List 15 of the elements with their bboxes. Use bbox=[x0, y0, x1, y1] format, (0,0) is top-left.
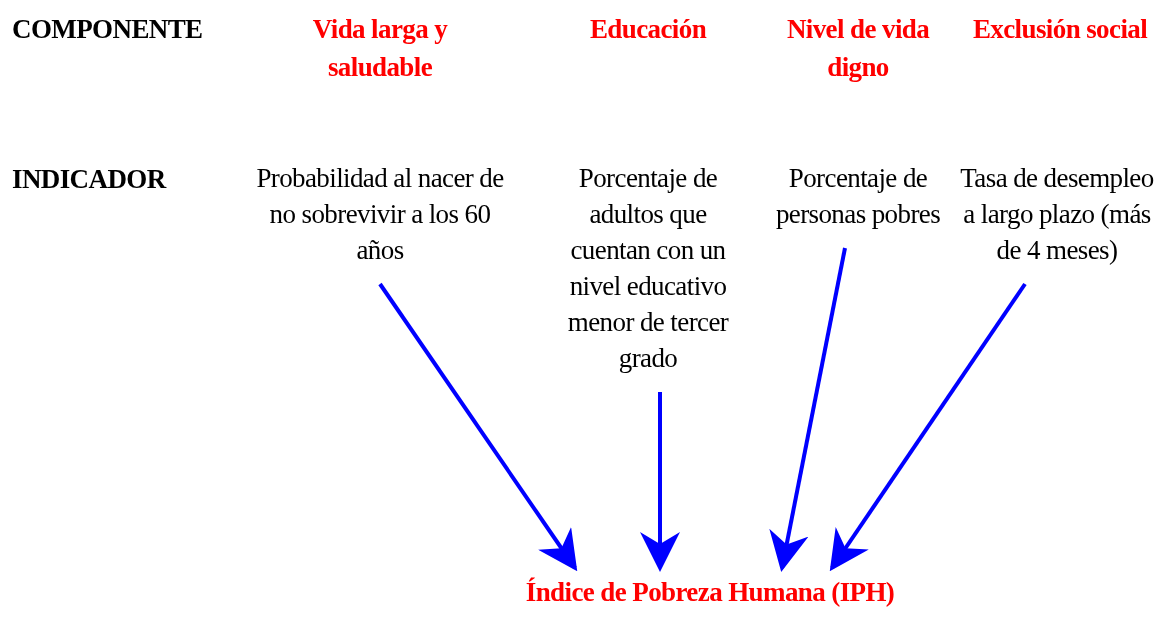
arrow bbox=[640, 392, 680, 572]
column-heading: Educación bbox=[588, 13, 708, 46]
row-heading: INDICADOR bbox=[12, 163, 168, 196]
arrow bbox=[378, 282, 578, 572]
arrow bbox=[829, 282, 1027, 572]
row-heading: COMPONENTE bbox=[12, 13, 204, 46]
arrow bbox=[769, 247, 847, 572]
indicator-text: Porcentaje de adultos que cuentan con un nivel educativo menor de tercer grado bbox=[555, 160, 741, 392]
indicator-text: Tasa de desempleo a largo plazo (más de 4 meses) bbox=[959, 160, 1155, 284]
indicator-text: Porcentaje de personas pobres bbox=[775, 160, 941, 248]
indicator-text: Probabilidad al nacer de no sobrevivir a los 60 años bbox=[245, 160, 515, 284]
column-heading: Vida larga y saludable bbox=[311, 13, 449, 84]
result-title: Índice de Pobreza Humana (IPH) bbox=[475, 568, 945, 610]
column-heading: Exclusión social bbox=[971, 13, 1149, 46]
column-heading: Nivel de vida digno bbox=[785, 13, 931, 84]
